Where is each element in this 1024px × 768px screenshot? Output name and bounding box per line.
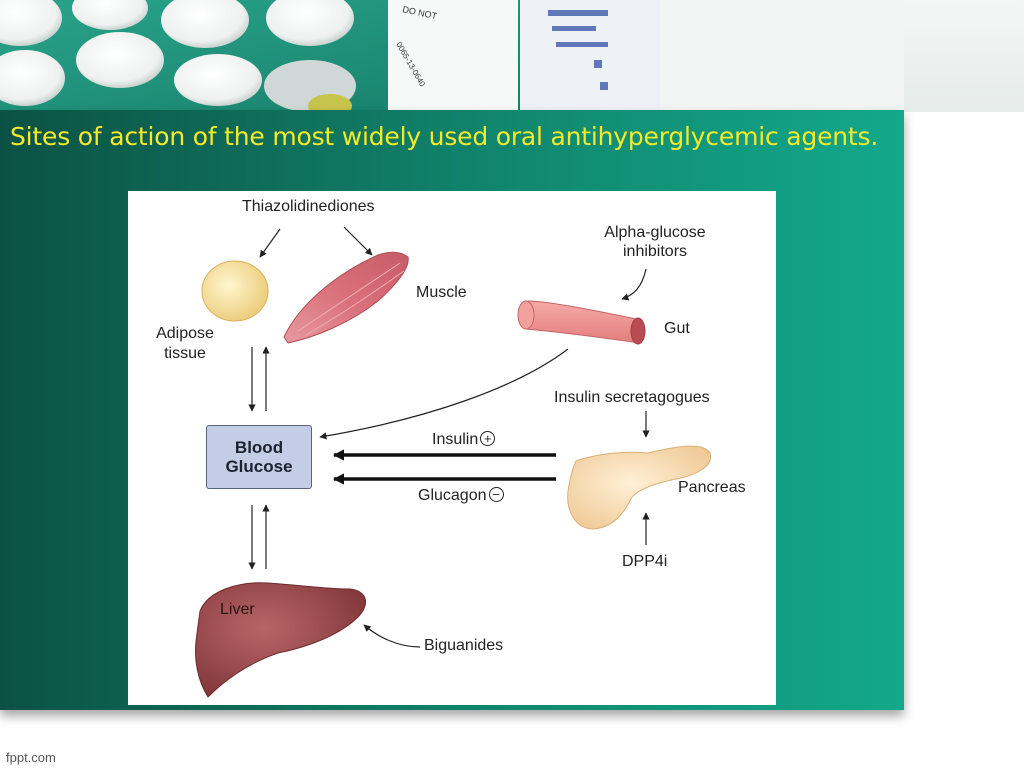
label-inhibitors: inhibitors: [622, 243, 688, 260]
pill-tablets: [0, 0, 356, 112]
adipose-tissue-shape: [201, 260, 269, 322]
diagram-panel: Thiazolidinediones Adipose tissue Muscle…: [128, 191, 776, 705]
label-dpp4i: DPP4i: [622, 553, 668, 570]
muscle-shape: [283, 251, 409, 344]
label-insulin: Insulin+: [432, 431, 496, 449]
label-thiazolidinediones: Thiazolidinediones: [242, 198, 375, 215]
label-liver: Liver: [220, 601, 255, 618]
label-pancreas: Pancreas: [678, 479, 746, 496]
vial-label-marks: [548, 10, 608, 90]
gut-shape: [517, 300, 646, 345]
label-alpha-glucose: Alpha-glucose: [604, 224, 706, 241]
label-adipose: Adipose: [156, 325, 214, 342]
liver-shape: [195, 582, 366, 698]
slide-title: Sites of action of the most widely used …: [10, 122, 879, 151]
header-photo: DO NOT 0065-13-0640: [0, 0, 1024, 112]
pancreas-shape: [567, 445, 712, 530]
label-blood: Blood: [234, 438, 284, 457]
label-gut: Gut: [664, 320, 690, 337]
pills-photo-illustration: DO NOT 0065-13-0640: [0, 0, 904, 112]
blood-glucose-box: Blood Glucose: [206, 425, 312, 489]
plus-sign-icon: +: [480, 431, 496, 446]
label-tissue: tissue: [164, 345, 206, 362]
label-muscle: Muscle: [416, 284, 467, 301]
label-glucose: Glucose: [225, 457, 293, 476]
minus-sign-icon: −: [488, 487, 504, 502]
diagram-graphics: [195, 226, 712, 698]
label-insulin-secretagogues: Insulin secretagogues: [554, 389, 710, 406]
label-glucagon: Glucagon−: [418, 487, 504, 505]
glucagon-text: Glucagon: [418, 487, 487, 504]
footer-brand: fppt.com: [6, 750, 56, 765]
label-biguanides: Biguanides: [424, 637, 504, 654]
insulin-text: Insulin: [432, 431, 479, 448]
